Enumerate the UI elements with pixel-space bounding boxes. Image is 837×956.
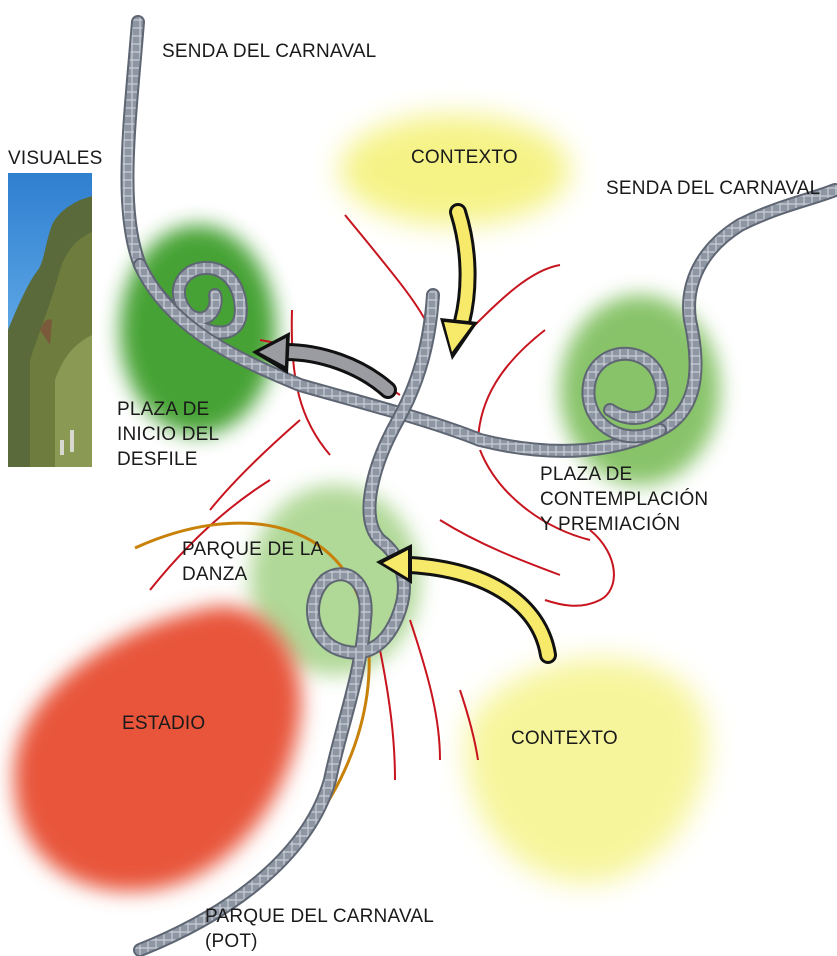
senda-label-right: SENDA DEL CARNAVAL (606, 178, 821, 199)
parque-danza-label-2: DANZA (182, 564, 248, 585)
yellow-arrow-top (440, 203, 478, 360)
contexto-label-bottom: CONTEXTO (511, 728, 618, 749)
senda-path-right-loop (581, 346, 669, 444)
plaza-contemplacion-zone (560, 295, 720, 485)
plaza-contemplacion-label-3: Y PREMIACIÓN (540, 514, 681, 535)
senda-label-top: SENDA DEL CARNAVAL (162, 41, 377, 62)
context-zone-bottom (466, 658, 708, 883)
estadio-zone (13, 606, 302, 892)
parque-carnaval-label-1: PARQUE DEL CARNAVAL (205, 906, 435, 927)
plaza-inicio-label-2: INICIO DEL (117, 424, 220, 445)
context-zone-top (340, 115, 570, 225)
parque-danza-label-1: PARQUE DE LA (182, 539, 324, 560)
senda-paths (120, 15, 837, 956)
mountain-landscape-photo (8, 173, 92, 467)
senda-path-left (120, 15, 248, 340)
yellow-arrow-bottom (376, 544, 557, 664)
grey-arrow (252, 332, 397, 399)
contexto-label-top: CONTEXTO (411, 147, 518, 168)
senda-path-vertical (133, 288, 440, 956)
plaza-inicio-label-1: PLAZA DE (117, 399, 210, 420)
parque-carnaval-label-2: (POT) (205, 931, 258, 952)
plaza-contemplacion-label-2: CONTEMPLACIÓN (540, 489, 709, 510)
plaza-contemplacion-label-1: PLAZA DE (540, 464, 633, 485)
plaza-inicio-label-3: DESFILE (117, 449, 198, 470)
visuales-label: VISUALES (8, 148, 103, 169)
estadio-label: ESTADIO (122, 713, 206, 734)
